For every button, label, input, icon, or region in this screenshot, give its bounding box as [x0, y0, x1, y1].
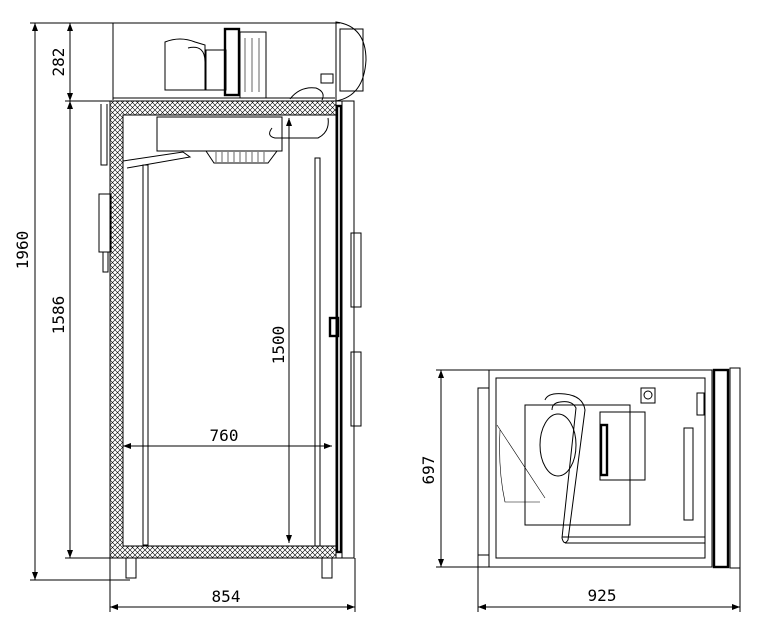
dimension-1500: 1500 [269, 118, 292, 543]
dimension-760: 760 [123, 426, 332, 449]
drain-tray [683, 427, 694, 521]
dimension-854: 854 [110, 587, 355, 610]
dim-label-925: 925 [588, 586, 617, 605]
dimension-1586: 1586 [49, 101, 110, 559]
top-view: 697 925 [419, 367, 741, 612]
door [328, 100, 362, 559]
dimension-697: 697 [419, 369, 489, 568]
dim-label-1586: 1586 [49, 296, 68, 335]
cabinet-interior [122, 114, 337, 547]
door-hinge [328, 316, 340, 338]
compressor-unit [112, 21, 367, 102]
side-view: 1960 282 1586 1500 760 854 [13, 21, 367, 612]
foot-front [321, 557, 333, 579]
evaporator [122, 116, 329, 169]
dim-label-697: 697 [419, 456, 438, 485]
door-handle-lower [350, 351, 362, 427]
cabinet-insulation [109, 100, 337, 559]
rear-component [98, 104, 112, 273]
dim-label-1960: 1960 [13, 231, 32, 270]
shelf-rail-right [314, 157, 321, 547]
shelf-rail-left [142, 164, 149, 546]
compressor [539, 413, 577, 477]
dim-label-282: 282 [49, 48, 68, 77]
dimension-282: 282 [49, 23, 110, 102]
dim-label-1500: 1500 [269, 326, 288, 365]
dimension-925: 925 [477, 555, 741, 612]
dim-label-760: 760 [210, 426, 239, 445]
foot-rear [125, 557, 137, 579]
dim-label-854: 854 [212, 587, 241, 606]
compressor-plate [496, 387, 706, 544]
door-handle-upper [350, 232, 362, 308]
